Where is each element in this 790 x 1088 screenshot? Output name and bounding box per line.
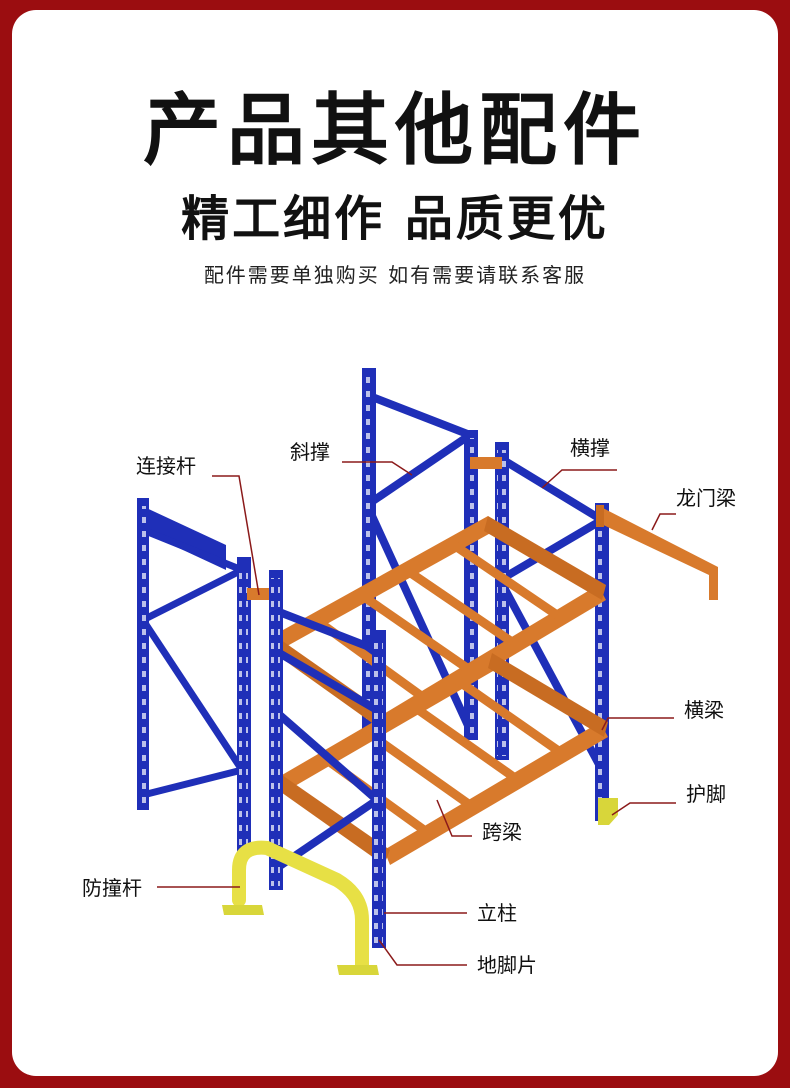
label-upright: 立柱 — [477, 901, 517, 925]
leader-gantry-beam — [651, 513, 676, 531]
gantry-beam — [596, 505, 718, 600]
leader-lines — [157, 461, 676, 966]
label-anti-collision-bar: 防撞杆 — [82, 876, 142, 900]
page-title: 产品其他配件 — [142, 86, 647, 176]
beam-assembly — [247, 457, 608, 865]
label-cross-beam: 横梁 — [684, 698, 724, 722]
label-diagonal-brace: 斜撑 — [290, 440, 330, 464]
purchase-note: 配件需要单独购买 如有需要请联系客服 — [203, 263, 587, 287]
label-horizontal-brace: 横撑 — [570, 436, 610, 460]
rack-diagram — [137, 368, 718, 975]
label-span-beam: 跨梁 — [482, 820, 522, 844]
leader-cross-beam — [601, 717, 674, 731]
leader-span-beam — [436, 799, 472, 837]
anti-collision-bar-shape — [222, 840, 379, 975]
leader-foot-guard — [611, 802, 676, 816]
label-connecting-rod: 连接杆 — [136, 454, 196, 478]
label-foot-plate: 地脚片 — [477, 953, 537, 977]
page-subtitle: 精工细作 品质更优 — [181, 191, 609, 247]
leader-connecting-rod — [212, 475, 260, 596]
left-frame — [137, 498, 251, 857]
label-foot-guard: 护脚 — [686, 782, 726, 806]
product-card: 产品其他配件 精工细作 品质更优 配件需要单独购买 如有需要请联系客服 — [12, 10, 778, 1076]
leader-horizontal-brace — [541, 469, 617, 489]
leader-diagonal-brace — [342, 461, 413, 476]
leader-foot-plate — [378, 939, 467, 966]
label-gantry-beam: 龙门梁 — [676, 486, 736, 510]
foot-guard — [598, 798, 618, 825]
